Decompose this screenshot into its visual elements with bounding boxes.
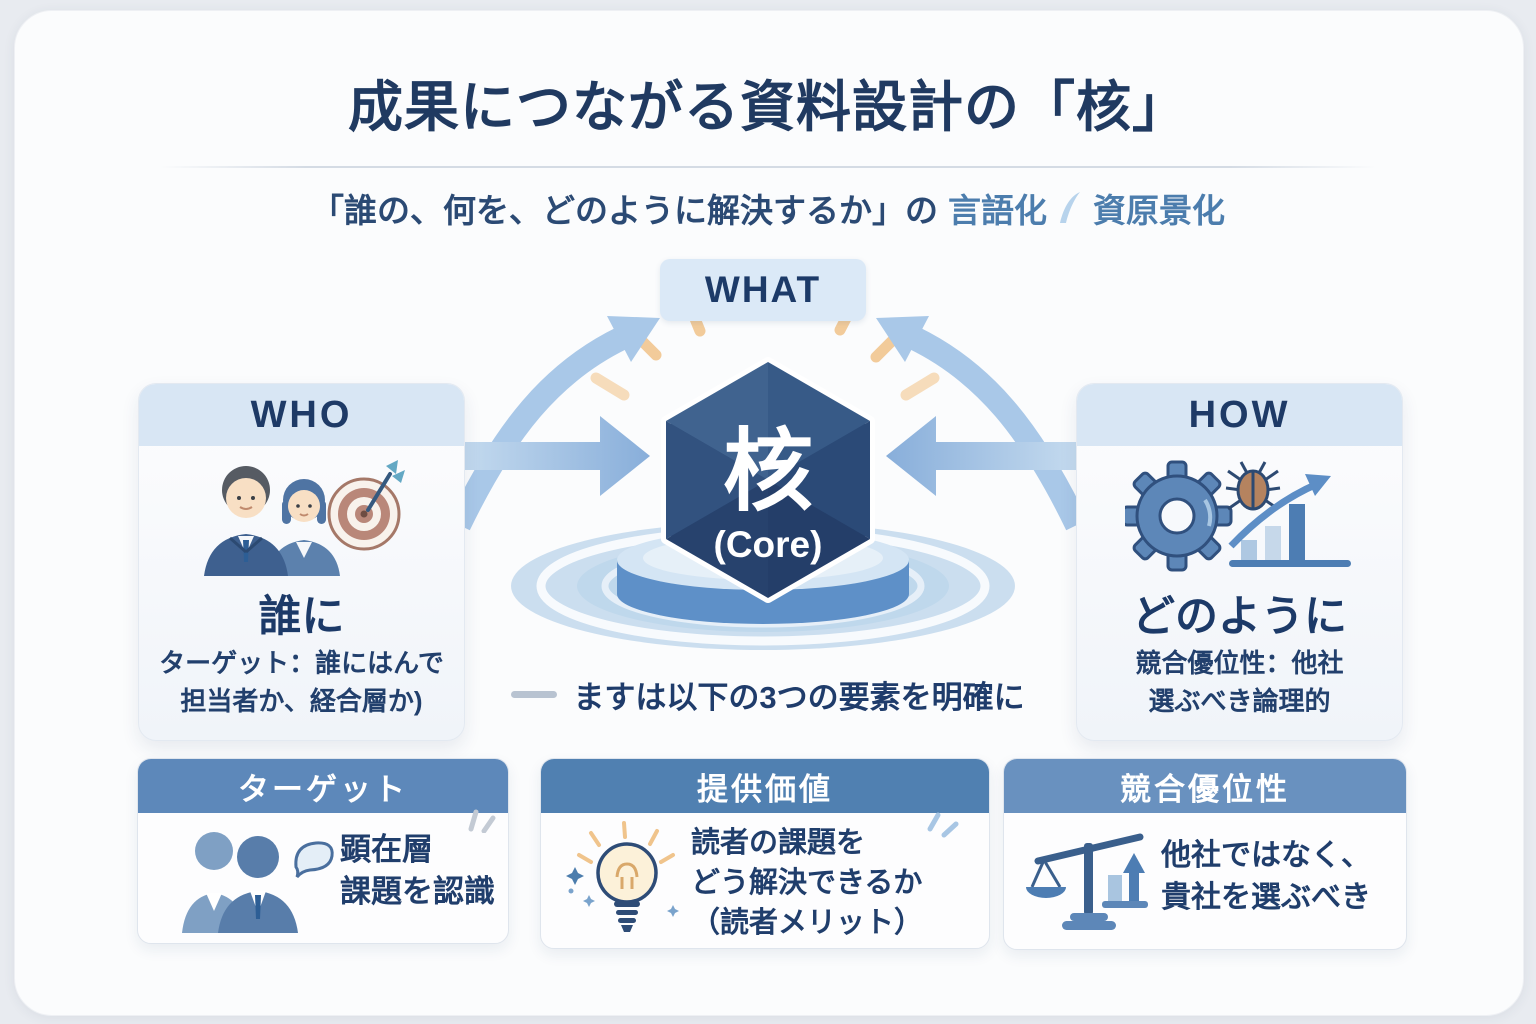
target-card: ターゲット 顕在層 課題を認識 [137, 758, 509, 944]
core-note: ますは以下の3つの要素を明確に [0, 672, 1536, 717]
arrow-right-icon [886, 416, 1078, 496]
who-desc-line1: ターゲット：誰にはんで [159, 648, 444, 678]
note-dash-icon [511, 691, 558, 698]
how-panel-header: HOW [1077, 384, 1402, 446]
who-heading: 誰に [258, 593, 345, 641]
value-card-text: 読者の課題を どう解決できるか （読者メリット） [691, 823, 923, 943]
value-card: 提供価値 読者の課題を どう解決できるか （読者メリット） [540, 758, 990, 949]
how-desc-line2: 選ぶべき論理的 [1148, 686, 1331, 716]
audience-speech-icon [182, 832, 334, 933]
value-line1: 読者の課題を [691, 827, 866, 859]
advantage-card-header: 競合優位性 [1004, 759, 1406, 813]
how-heading: どのように [1132, 593, 1347, 641]
subtitle-main: 「誰の、何を、どのように解決するか」の [311, 192, 938, 229]
target-card-header: ターゲット [138, 759, 508, 813]
page-title: 成果につながる資料設計の「核」 [347, 76, 1188, 138]
who-description: ターゲット：誰にはんで 担当者か、経合層か) [139, 644, 464, 720]
business-people-target-icon [203, 460, 405, 576]
target-line2: 課題を認識 [340, 874, 495, 909]
how-panel: HOW [1076, 383, 1403, 741]
subtitle-accent-2: 資原景化 [1093, 192, 1225, 229]
core-kanji: 核 [723, 422, 813, 522]
note-text: ますは以下の3つの要素を明確に [573, 680, 1025, 715]
advantage-card: 競合優位性 他社ではなく、 貴社を選ぶべき [1003, 758, 1407, 950]
pen-stroke-icon [1060, 192, 1080, 223]
arrow-left-icon [458, 416, 650, 496]
what-label: WHAT [660, 259, 866, 321]
value-line3: （読者メリット） [691, 907, 924, 939]
target-line1: 顕在層 [340, 832, 433, 867]
core-diagram: 核 (Core) [448, 296, 1088, 650]
curved-arrow-left-icon [448, 316, 660, 531]
title-divider [160, 166, 1376, 168]
accent-ticks-icon [468, 809, 496, 833]
subtitle: 「誰の、何を、どのように解決するか」の 言語化 資原景化 [0, 184, 1536, 232]
how-desc-line1: 競合優位性：他社 [1135, 648, 1344, 678]
gear-bug-growth-icon [1124, 460, 1351, 572]
who-desc-line2: 担当者か、経合層か) [180, 686, 423, 716]
advantage-line1: 他社ではなく、 [1161, 839, 1371, 872]
curved-arrow-right-icon [876, 316, 1088, 531]
who-panel: WHO [138, 383, 465, 741]
hexagon-core-icon: 核 (Core) [661, 357, 875, 603]
value-card-header: 提供価値 [541, 759, 989, 813]
advantage-card-text: 他社ではなく、 貴社を選ぶべき [1161, 835, 1371, 919]
advantage-line2: 貴社を選ぶべき [1161, 881, 1371, 914]
core-sub-label: (Core) [714, 524, 823, 565]
lightbulb-icon [566, 821, 679, 932]
balance-scale-icon [1026, 833, 1148, 930]
how-description: 競合優位性：他社 選ぶべき論理的 [1077, 644, 1402, 720]
who-panel-header: WHO [139, 384, 464, 446]
subtitle-accent-1: 言語化 [948, 192, 1047, 229]
accent-ticks-icon [927, 812, 959, 838]
value-line2: どう解決できるか [691, 867, 923, 899]
target-card-text: 顕在層 課題を認識 [340, 829, 495, 913]
